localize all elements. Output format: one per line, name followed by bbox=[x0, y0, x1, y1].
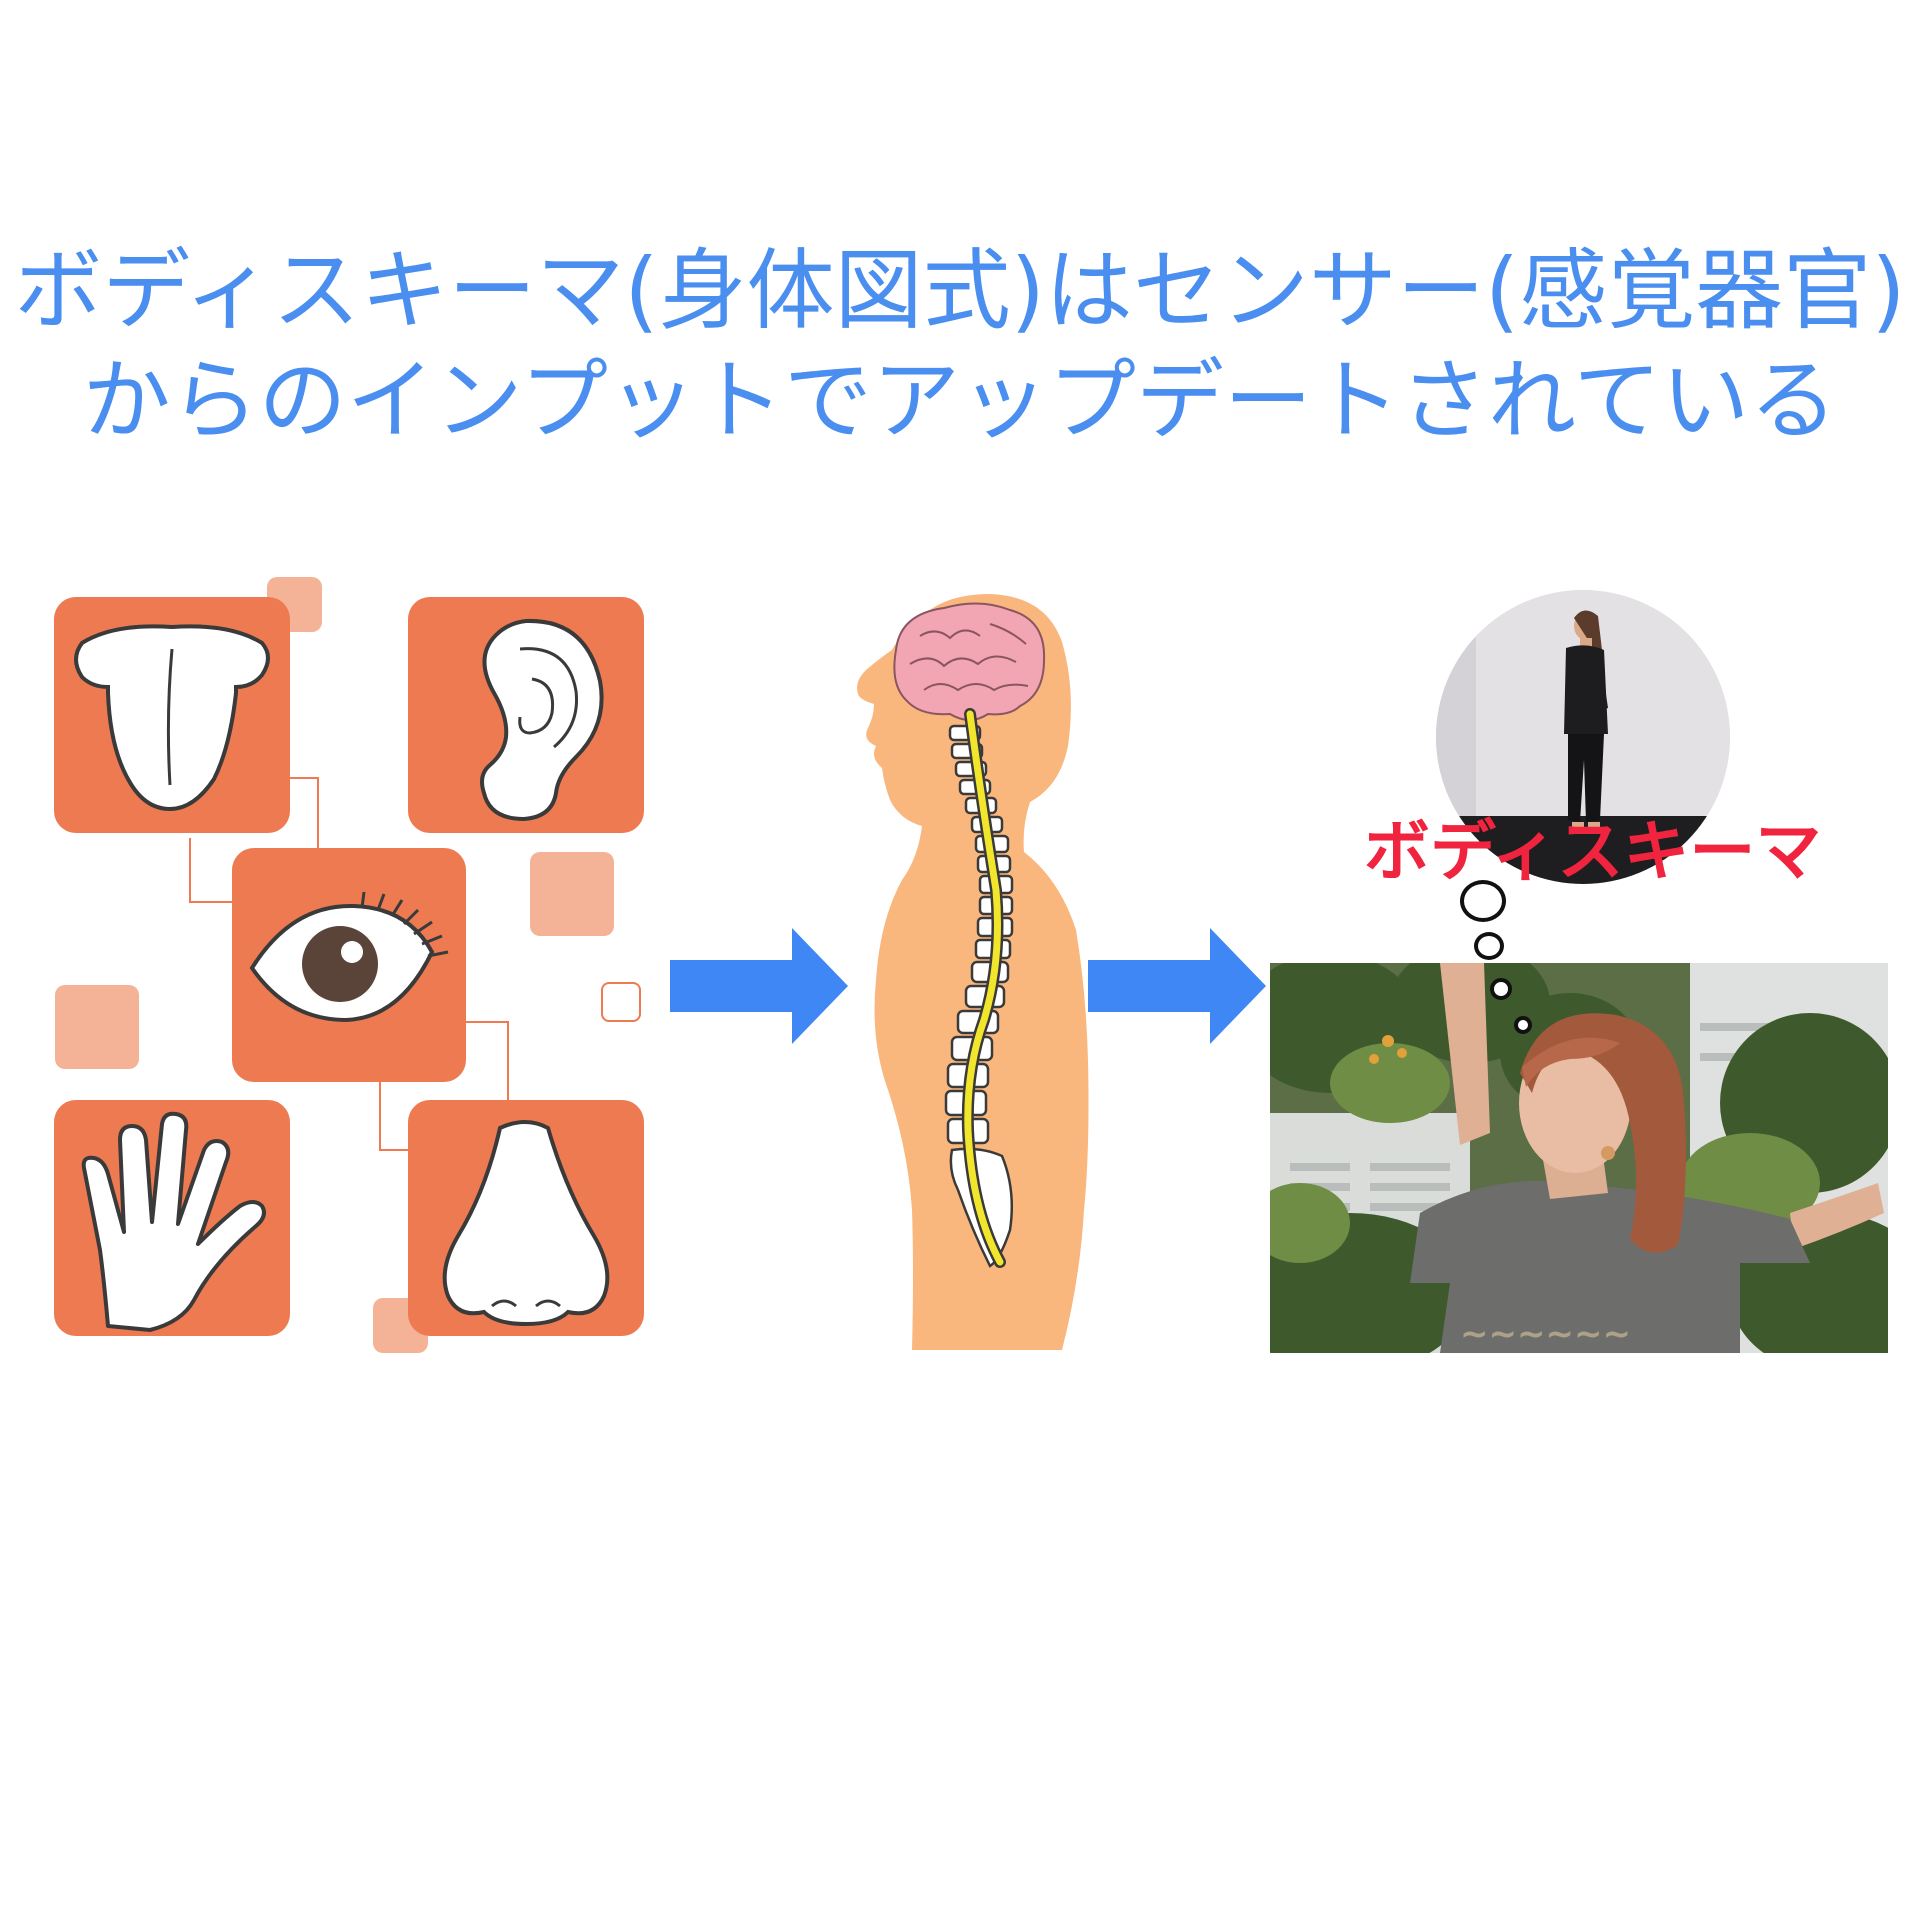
arrow-right-icon bbox=[1088, 928, 1266, 1044]
tongue-icon bbox=[74, 624, 270, 812]
eye-tile bbox=[232, 848, 466, 1082]
arrow-right-icon bbox=[670, 928, 848, 1044]
title-line-2: からのインプットでアップデートされている bbox=[82, 349, 1838, 452]
body-schema-label: ボディスキーマ bbox=[1364, 813, 1822, 890]
deco-square bbox=[55, 985, 139, 1069]
svg-text:~~~~~~: ~~~~~~ bbox=[1460, 1314, 1631, 1353]
title-line-1: ボディスキーマ(身体図式)はセンサー(感覚器官) bbox=[14, 239, 1906, 342]
thought-bubble bbox=[1474, 932, 1504, 960]
nose-icon bbox=[442, 1120, 610, 1327]
connector-lines bbox=[189, 777, 509, 1151]
hand-icon bbox=[81, 1111, 266, 1332]
hand-tile bbox=[54, 1100, 290, 1336]
deco-square-outline bbox=[601, 982, 641, 1022]
deco-square bbox=[530, 852, 614, 936]
woman-stretching-photo: ~~~~~~ bbox=[1270, 963, 1888, 1353]
tongue-tile bbox=[54, 597, 290, 833]
nose-tile bbox=[408, 1100, 644, 1336]
thought-bubble bbox=[1460, 880, 1506, 922]
thought-bubble bbox=[1514, 1016, 1532, 1034]
body-silhouette-with-spine bbox=[857, 594, 1089, 1350]
thought-bubble bbox=[1490, 978, 1512, 1000]
ear-icon bbox=[480, 618, 604, 822]
ear-tile bbox=[408, 597, 644, 833]
eye-icon bbox=[249, 891, 449, 1023]
brain bbox=[893, 602, 1046, 721]
